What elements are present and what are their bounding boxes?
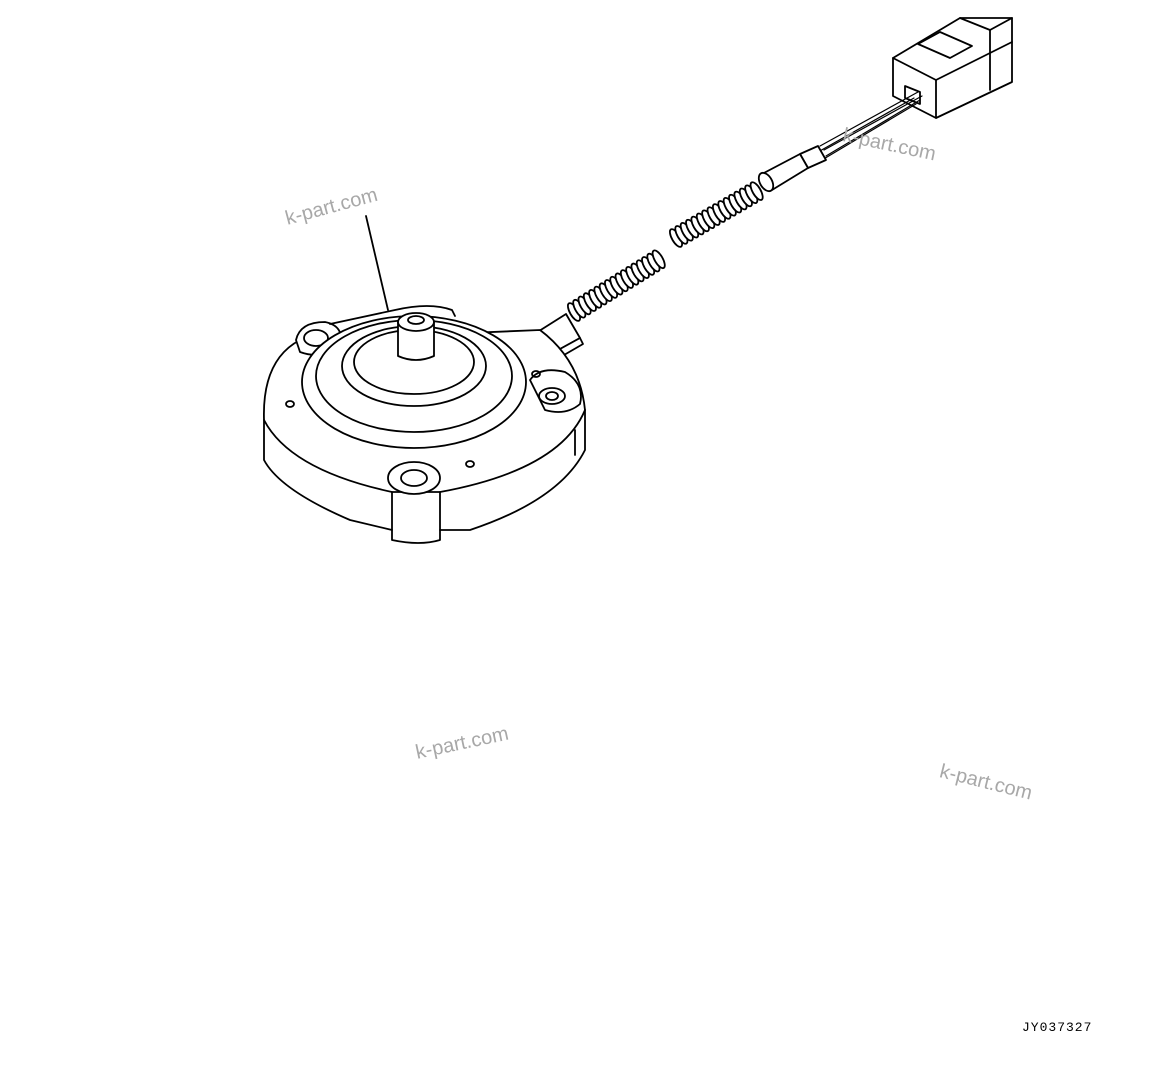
leader-line (365, 215, 389, 311)
spring-coil-lower (567, 249, 666, 322)
cable-boot (757, 145, 827, 193)
spring-coil-upper (669, 181, 764, 248)
wire-bundle (817, 91, 923, 161)
figure-code: JY037327 (1022, 1020, 1093, 1035)
connector-housing (892, 17, 1013, 119)
spring-turn (749, 181, 764, 201)
sensor-body (263, 305, 586, 544)
spring-turn (651, 249, 666, 270)
